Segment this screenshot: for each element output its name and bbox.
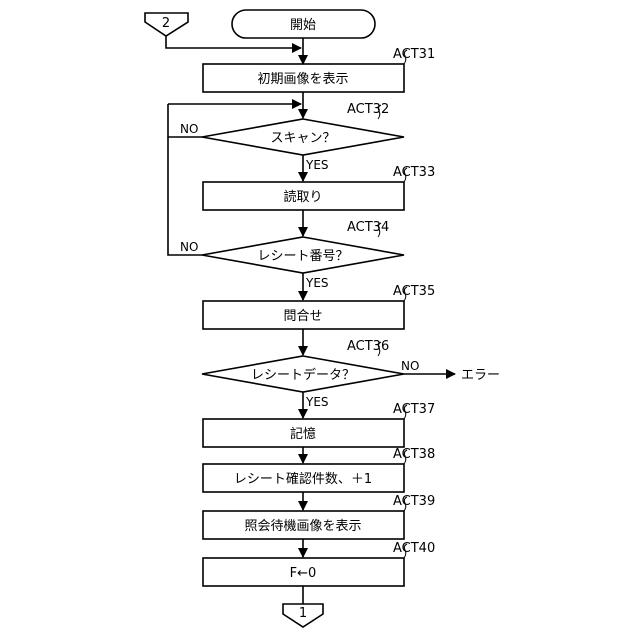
act38-id: ACT38 [393, 447, 435, 462]
act40-id: ACT40 [393, 541, 435, 556]
act31-id: ACT31 [393, 47, 435, 62]
act34-no-label: NO [180, 240, 198, 254]
act34-yes-label: YES [305, 276, 329, 290]
act36-label: レシートデータ？ [251, 367, 355, 383]
act37-label: 記憶 [290, 426, 316, 442]
act36-no-label: NO [401, 359, 419, 373]
act40-label: F←0 [290, 566, 317, 581]
exit-connector-label: 1 [299, 606, 307, 621]
start-label: 開始 [290, 18, 316, 33]
act32-no-label: NO [180, 122, 198, 136]
act38-label: レシート確認件数、＋1 [234, 471, 372, 487]
act33-id: ACT33 [393, 165, 435, 180]
act36-id: ACT36 [347, 339, 389, 354]
act34-id: ACT34 [347, 220, 389, 235]
act37-id: ACT37 [393, 402, 435, 417]
act39-label: 照会待機画像を表示 [244, 519, 361, 534]
act32-id: ACT32 [347, 102, 389, 117]
entry-connector-label: 2 [162, 16, 170, 31]
act32-yes-label: YES [305, 158, 329, 172]
act35-label: 問合せ [283, 309, 322, 324]
act36-yes-label: YES [305, 395, 329, 409]
act32-label: スキャン？ [270, 131, 335, 146]
act34-label: レシート番号？ [257, 249, 348, 264]
act35-id: ACT35 [393, 284, 435, 299]
act39-id: ACT39 [393, 494, 435, 509]
act31-label: 初期画像を表示 [257, 72, 348, 87]
act33-label: 読取り [283, 189, 322, 205]
error-label: エラー [461, 368, 500, 383]
